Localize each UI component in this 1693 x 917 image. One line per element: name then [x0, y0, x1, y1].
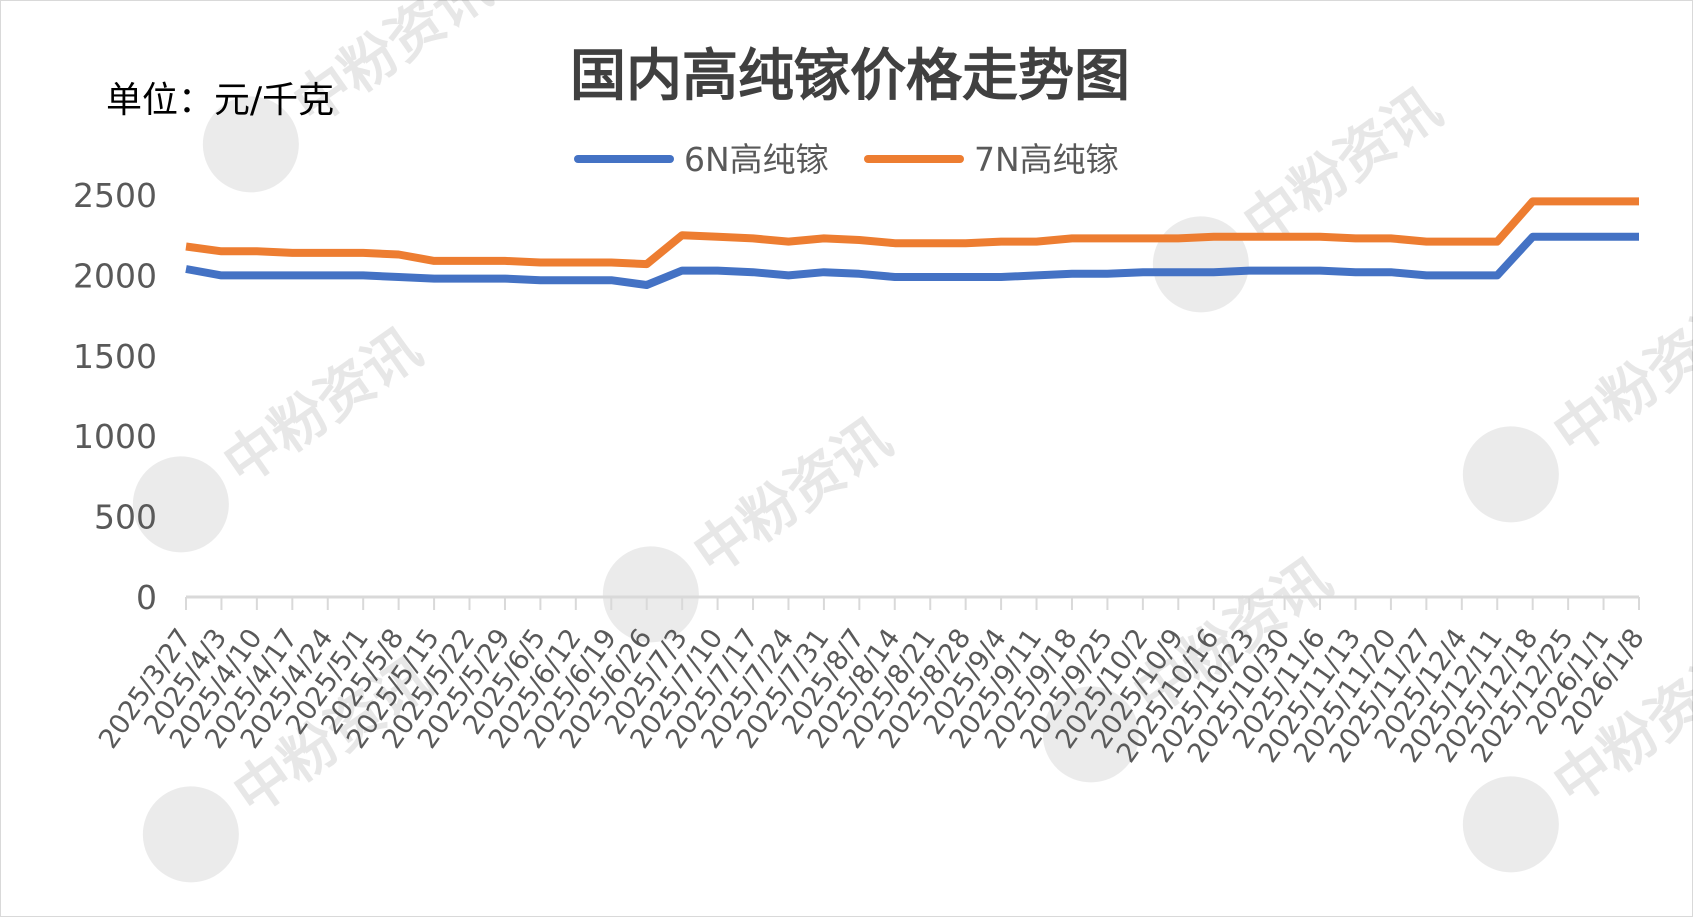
- watermark-logo-icon: [132, 456, 229, 553]
- watermark-text: 中粉资讯: [212, 316, 433, 498]
- y-tick-label: 1000: [73, 417, 157, 456]
- legend-label-7n: 7N高纯镓: [974, 140, 1119, 179]
- series-lines: [185, 197, 1640, 289]
- watermark-text: 中粉资讯: [682, 406, 903, 588]
- watermark-logo-icon: [202, 96, 299, 193]
- watermark: 中粉资讯: [132, 316, 433, 553]
- y-axis: 0 500 1000 1500 2000 2500: [73, 176, 157, 617]
- legend-label-6n: 6N高纯镓: [684, 140, 829, 179]
- watermark-logo-icon: [602, 546, 699, 643]
- series-line-6n: [185, 232, 1639, 289]
- watermark: 中粉资讯: [1462, 286, 1693, 523]
- watermark-text: 中粉资讯: [1542, 286, 1693, 468]
- y-tick-label: 2000: [73, 256, 157, 295]
- y-tick-label: 2500: [73, 176, 157, 215]
- watermark-text: 中粉资讯: [1232, 76, 1453, 258]
- chart-title: 国内高纯镓价格走势图: [570, 44, 1130, 109]
- series-line-7n: [185, 197, 1639, 269]
- unit-label: 单位：元/千克: [106, 80, 334, 121]
- watermark: 中粉资讯: [1152, 76, 1453, 313]
- y-tick-label: 0: [136, 578, 157, 617]
- y-tick-label: 500: [94, 498, 157, 537]
- watermark-logo-icon: [142, 786, 239, 883]
- watermark-logo-icon: [1462, 776, 1559, 873]
- watermark-logo-icon: [1042, 686, 1139, 783]
- legend: 6N高纯镓 7N高纯镓: [574, 140, 1119, 179]
- y-tick-label: 1500: [73, 337, 157, 376]
- watermark: 中粉资讯: [602, 406, 903, 643]
- watermark-logo-icon: [1462, 426, 1559, 523]
